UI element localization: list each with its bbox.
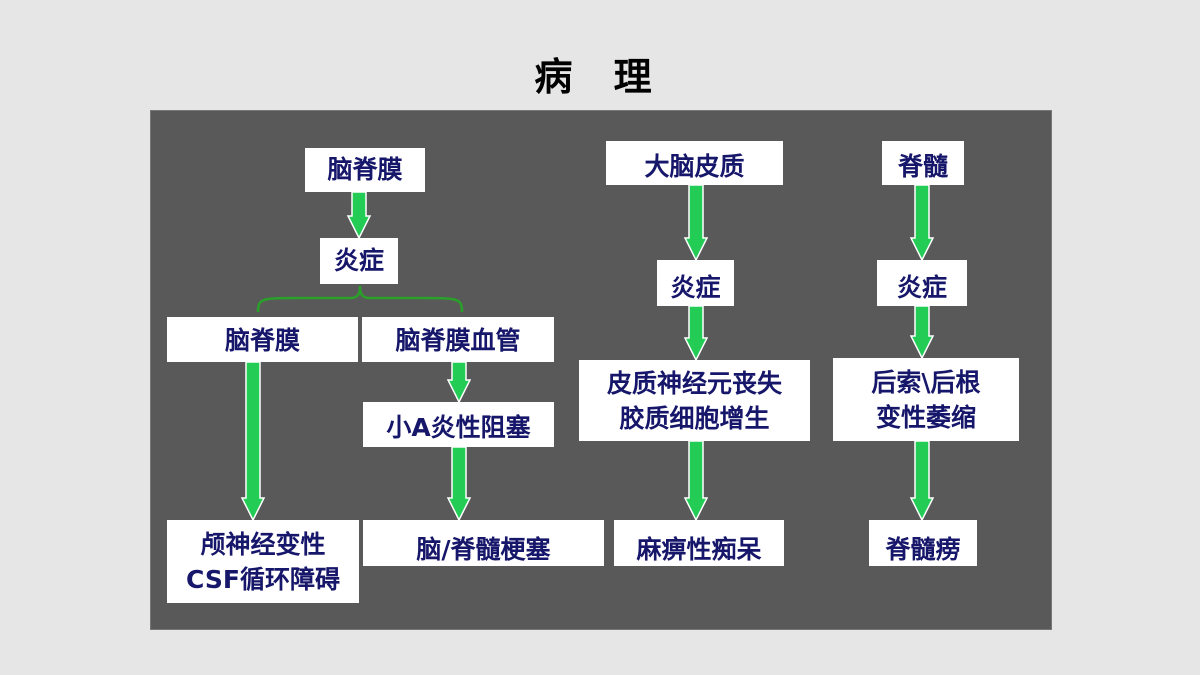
node-cranial-nerve: 颅神经变性 CSF循环障碍 bbox=[167, 520, 359, 603]
node-spinal-cord: 脊髓 bbox=[882, 141, 964, 185]
node-cerebral-cortex: 大脑皮质 bbox=[606, 141, 783, 185]
node-small-artery-occlusion: 小A炎性阻塞 bbox=[363, 402, 554, 447]
node-meninges-2: 脑脊膜 bbox=[167, 317, 358, 362]
node-inflammation-3: 炎症 bbox=[877, 260, 967, 306]
arrow-vessels-to-occlusion bbox=[446, 361, 472, 404]
node-meninges: 脑脊膜 bbox=[305, 148, 425, 192]
node-tabes: 脊髓痨 bbox=[869, 520, 977, 566]
node-cranial-nerve-line-2: CSF循环障碍 bbox=[186, 564, 340, 594]
arrow-inflammation3-to-posterior bbox=[909, 305, 935, 360]
arrow-cortex-to-inflammation bbox=[683, 184, 709, 262]
arrow-occlusion-to-infarct bbox=[446, 446, 472, 522]
node-brain-spinal-infarct: 脑/脊髓梗塞 bbox=[363, 520, 604, 566]
node-posterior-column-line-2: 变性萎缩 bbox=[875, 402, 976, 432]
node-posterior-column-line-1: 后索\后根 bbox=[871, 367, 981, 397]
node-cranial-nerve-line-1: 颅神经变性 bbox=[200, 529, 326, 559]
node-meningeal-vessels: 脑脊膜血管 bbox=[362, 317, 554, 362]
branch-brace bbox=[256, 285, 464, 313]
arrow-cortex-change-to-dementia bbox=[683, 440, 709, 522]
node-cortex-change-line-1: 皮质神经元丧失 bbox=[606, 368, 782, 398]
node-cortex-change: 皮质神经元丧失 胶质细胞增生 bbox=[579, 360, 810, 441]
page-title: 病 理 bbox=[534, 55, 666, 99]
node-inflammation-2: 炎症 bbox=[657, 260, 734, 306]
arrow-meninges2-to-cranial bbox=[240, 361, 266, 522]
node-paralytic-dementia: 麻痹性痴呆 bbox=[614, 520, 784, 566]
node-posterior-column: 后索\后根 变性萎缩 bbox=[833, 358, 1019, 441]
arrow-meninges-to-inflammation bbox=[346, 191, 372, 240]
arrow-inflammation2-to-cortex-change bbox=[683, 305, 709, 362]
node-cortex-change-line-2: 胶质细胞增生 bbox=[619, 403, 770, 433]
node-inflammation-1: 炎症 bbox=[320, 238, 398, 284]
arrow-spinal-to-inflammation bbox=[909, 184, 935, 262]
arrow-posterior-to-tabes bbox=[909, 440, 935, 522]
